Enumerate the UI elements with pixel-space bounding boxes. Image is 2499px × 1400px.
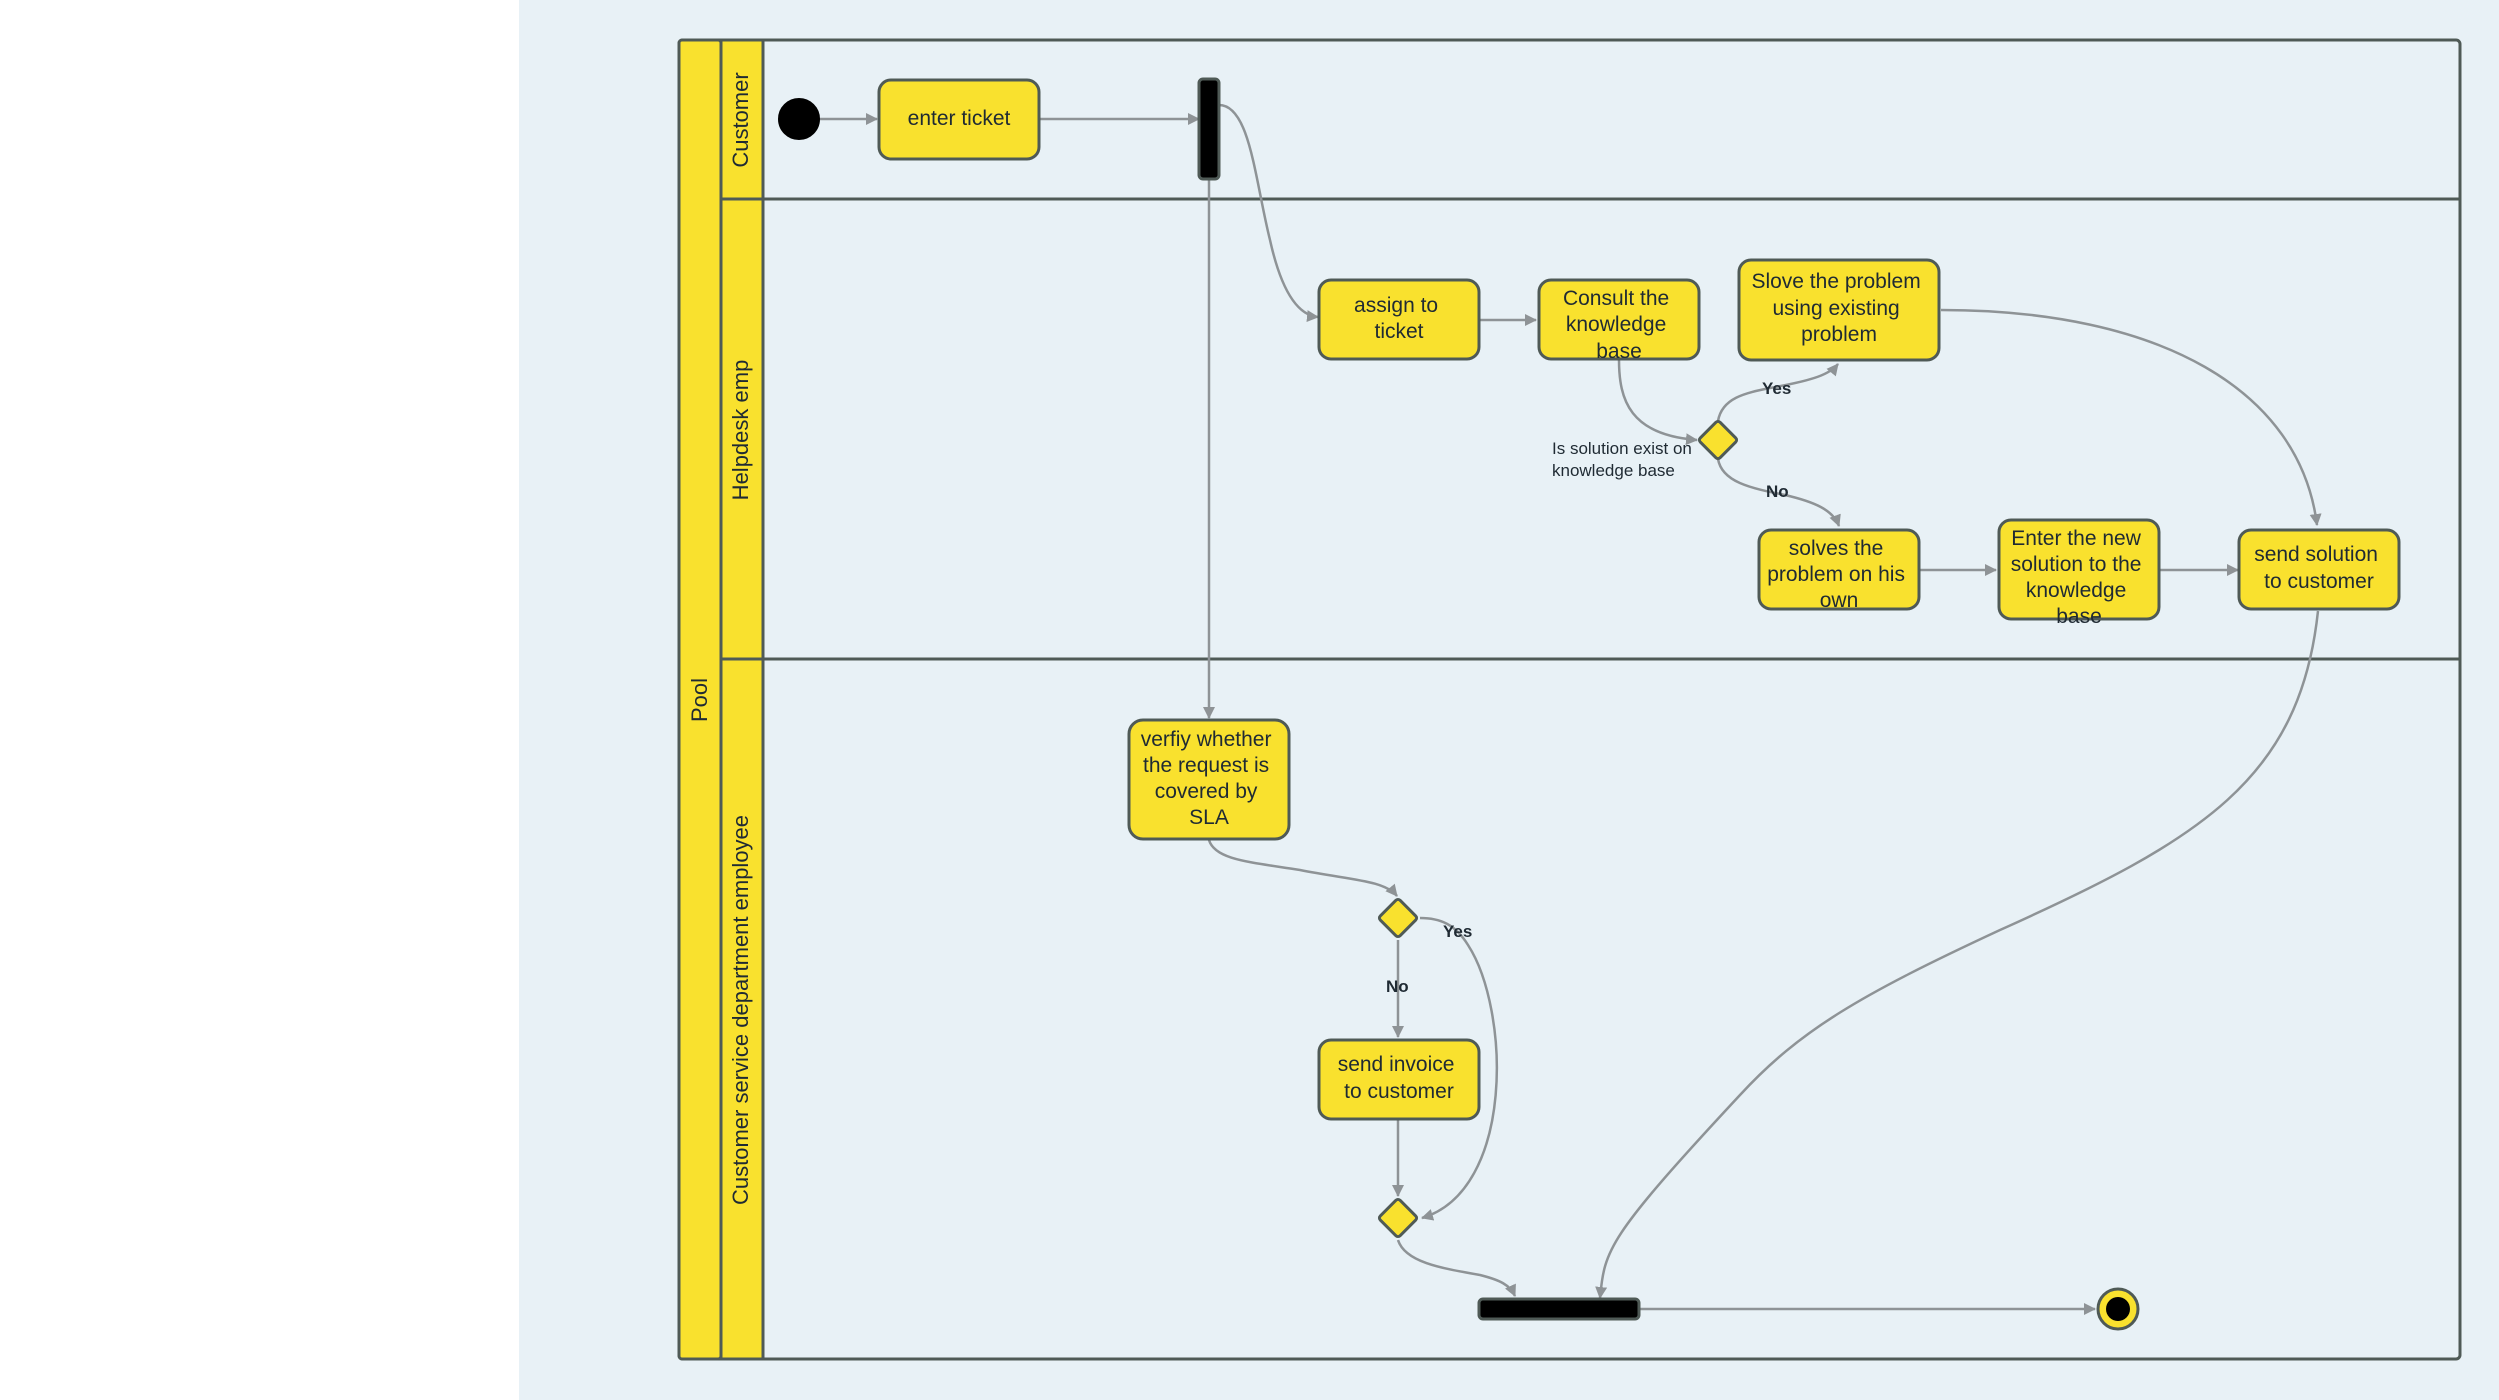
node-text-line: verfiy whether: [1141, 728, 1272, 751]
action-verify-sla[interactable]: verfiy whether the request is covered by…: [1127, 718, 1291, 841]
edge-consult-to-decision[interactable]: [1617, 359, 1698, 446]
node-text-line: Slove the problem: [1751, 270, 1920, 293]
edge-decision-yes[interactable]: [1716, 363, 1839, 422]
svg-text:solves the problem on hi: solves the problem on his own: [1767, 537, 1911, 612]
edge-label-sla-no: No: [1386, 977, 1409, 996]
svg-text:send solution to custome: send solution to customer: [2254, 543, 2384, 593]
svg-text:Slove the problem using: Slove the problem using existing problem: [1751, 270, 1926, 346]
svg-text:Enter the new solution t: Enter the new solution to the knowledge …: [2011, 527, 2148, 628]
svg-text:enter ticket: enter ticket: [908, 107, 1011, 130]
svg-text:verfiy whether the reque: verfiy whether the request is covered by…: [1141, 728, 1278, 829]
node-text-line: solves the: [1789, 537, 1884, 560]
edge-decision-no[interactable]: [1716, 458, 1841, 527]
node-text-line: send solution: [2254, 543, 2378, 566]
lane-label-customer: Customer: [728, 72, 753, 167]
action-solves-own[interactable]: solves the problem on his own: [1757, 528, 1921, 612]
edges: [818, 103, 2322, 1315]
svg-text:assign to ticket: assign to ticket: [1354, 294, 1444, 343]
join-bar[interactable]: [1477, 1297, 1641, 1321]
edge-verify-to-decision[interactable]: [1207, 839, 1398, 897]
edge-label-kb-yes: Yes: [1762, 379, 1791, 398]
edge-sla-yes[interactable]: [1419, 916, 1499, 1221]
svg-text:send invoice to customer: send invoice to customer: [1338, 1053, 1461, 1103]
diagram-canvas: [519, 0, 2499, 1400]
node-text-line: ticket: [1374, 320, 1423, 343]
decision-note: Is solution exist on knowledge base: [1552, 439, 1697, 480]
fork-bar[interactable]: [1197, 77, 1221, 181]
edge-label-sla-yes: Yes: [1443, 922, 1472, 941]
node-text-line: Enter the new: [2011, 527, 2141, 550]
node-text-line: send invoice: [1338, 1053, 1455, 1076]
pool-border: [677, 38, 2462, 1361]
node-text-line: problem on his: [1767, 563, 1905, 586]
action-assign-ticket[interactable]: assign to ticket: [1317, 278, 1481, 361]
edge-fork-to-assign[interactable]: [1218, 103, 1319, 323]
node-text-line: using existing: [1772, 297, 1899, 320]
edge-send-to-join[interactable]: [1595, 610, 2320, 1299]
node-text-line: own: [1820, 589, 1859, 612]
pool: Pool Customer Helpdesk emp Customer serv…: [677, 38, 2462, 1361]
initial-node[interactable]: [778, 98, 820, 140]
final-node[interactable]: [2096, 1287, 2140, 1331]
node-text-line: assign to: [1354, 294, 1438, 317]
edge-merge-to-join[interactable]: [1396, 1239, 1517, 1297]
node-text-line: base: [1596, 340, 1642, 363]
node-text-line: Consult the: [1563, 287, 1669, 310]
action-send-invoice[interactable]: send invoice to customer: [1317, 1038, 1481, 1121]
action-consult-kb[interactable]: Consult the knowledge base: [1537, 278, 1701, 363]
node-text-line: SLA: [1189, 806, 1229, 829]
action-enter-ticket[interactable]: enter ticket: [877, 78, 1041, 161]
node-text-line: base: [2056, 605, 2102, 628]
decision-sla[interactable]: [1377, 897, 1419, 939]
lane-header-csd[interactable]: [719, 657, 765, 1361]
edge-label-kb-no: No: [1766, 482, 1789, 501]
lane-label-helpdesk: Helpdesk emp: [728, 360, 753, 501]
action-send-solution[interactable]: send solution to customer: [2237, 528, 2401, 611]
node-text-line: to customer: [1344, 1080, 1454, 1103]
lane-header-helpdesk[interactable]: [719, 197, 765, 661]
node-text-line: knowledge: [2026, 579, 2126, 602]
merge-node[interactable]: [1377, 1197, 1419, 1239]
node-text-line: problem: [1801, 323, 1877, 346]
pool-label: Pool: [687, 678, 712, 722]
note-line: Is solution exist on: [1552, 439, 1692, 458]
node-text-line: solution to the: [2011, 553, 2142, 576]
note-line: knowledge base: [1552, 461, 1675, 480]
svg-text:Consult the knowledge: Consult the knowledge base: [1563, 287, 1675, 363]
decision-kb[interactable]: [1697, 419, 1739, 461]
node-text-line: the request is: [1143, 754, 1269, 777]
node-text-line: to customer: [2264, 570, 2374, 593]
node-text-line: enter ticket: [908, 107, 1011, 130]
lane-label-csd: Customer service department employee: [728, 815, 753, 1205]
action-enter-new-solution[interactable]: Enter the new solution to the knowledge …: [1997, 518, 2161, 628]
action-slove-problem[interactable]: Slove the problem using existing problem: [1737, 258, 1941, 362]
node-text-line: knowledge: [1566, 313, 1666, 336]
edge-slove-to-send[interactable]: [1940, 308, 2322, 526]
node-text-line: covered by: [1155, 780, 1258, 803]
